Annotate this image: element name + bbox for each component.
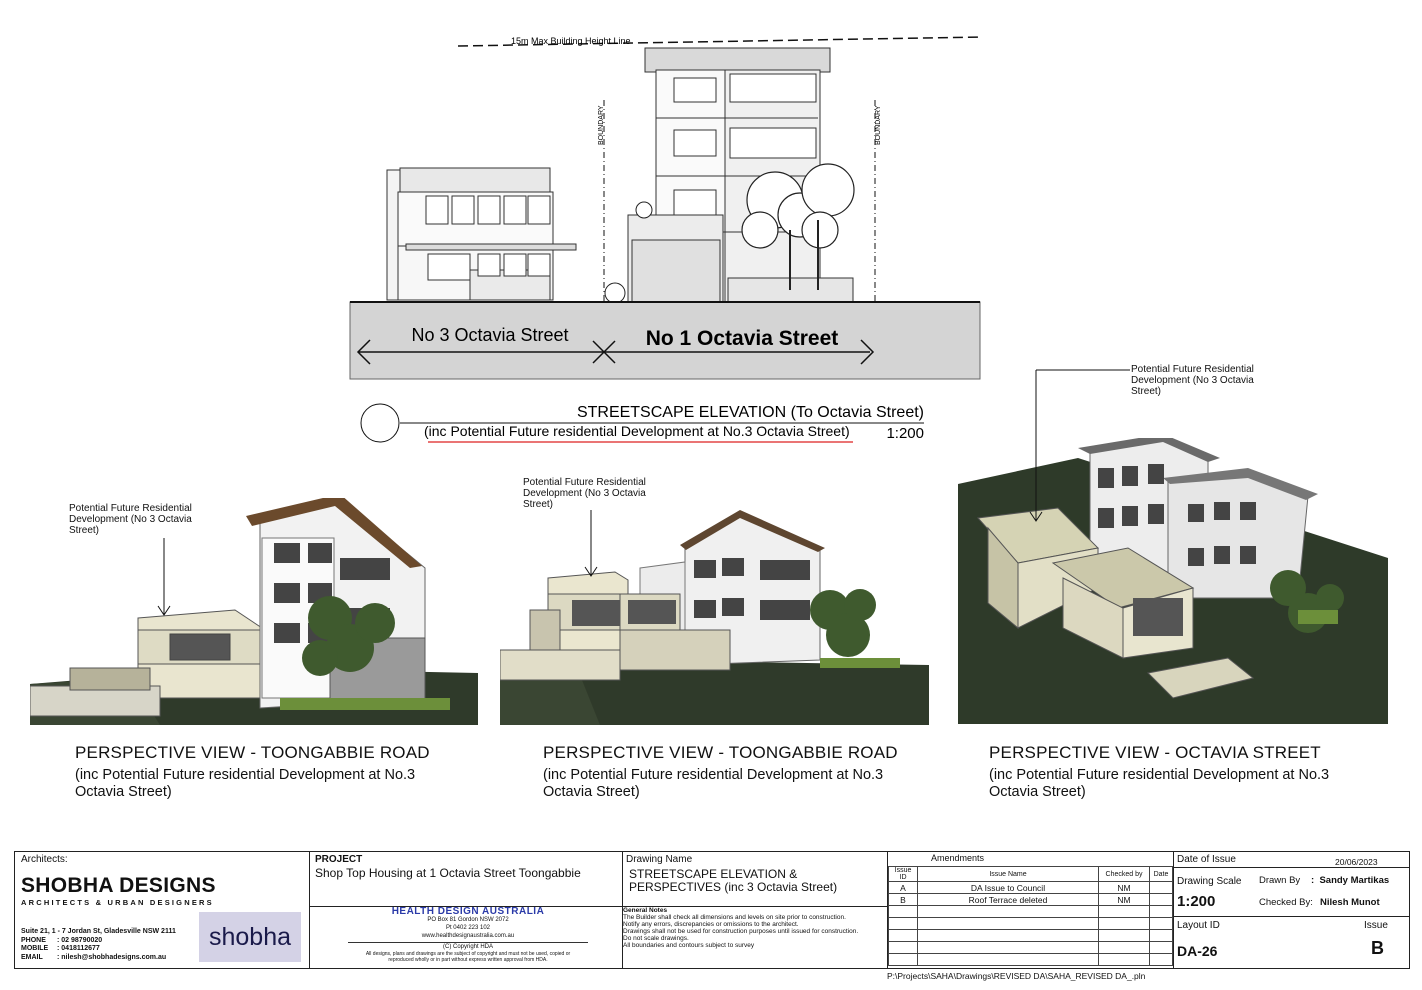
date-of-issue-label: Date of Issue	[1177, 854, 1236, 865]
max-height-line	[457, 36, 983, 47]
perspective-3-callout: Potential Future Residential Development…	[1131, 364, 1254, 397]
client-block: HEALTH DESIGN AUSTRALIA PO Box 81 Gordon…	[315, 906, 621, 963]
no3-street-label: No 3 Octavia Street	[411, 325, 568, 345]
perspective-3-callout-leader	[1035, 369, 1130, 445]
section-marker-circle	[360, 403, 400, 443]
streetscape-elevation: 15m Max Building Height Line BOUNDARY BO…	[349, 36, 983, 443]
height-line-label: 15m Max Building Height Line	[511, 36, 631, 46]
perspective-view-2	[500, 510, 929, 725]
perspective-2-callout: Potential Future Residential Development…	[523, 477, 646, 510]
firm-mobile: 0418112677	[61, 945, 100, 952]
title-block: Architects: SHOBHA DESIGNS ARCHITECTS & …	[14, 851, 1410, 969]
drawing-scale-label: Drawing Scale	[1177, 876, 1242, 887]
boundary-label-right: BOUNDARY	[875, 105, 882, 145]
drawing-scale: 1:200	[1177, 893, 1216, 910]
issue-value: B	[1371, 938, 1384, 958]
checked-by: Nilesh Munot	[1320, 897, 1380, 908]
firm-contact: Suite 21, 1 - 7 Jordan St, Gladesville N…	[21, 928, 176, 961]
firm-email: nilesh@shobhadesigns.com.au	[61, 953, 167, 961]
firm-logo: shobha	[199, 912, 301, 962]
date-of-issue: 20/06/2023	[1335, 857, 1378, 867]
perspective-1-title: PERSPECTIVE VIEW - TOONGABBIE ROAD	[75, 743, 430, 762]
amendment-row: B Roof Terrace deleted NM	[888, 893, 1173, 906]
perspective-1-subtitle: (inc Potential Future residential Develo…	[75, 767, 416, 800]
project-name: Shop Top Housing at 1 Octavia Street Too…	[315, 866, 581, 880]
checked-by-label: Checked By:	[1259, 897, 1313, 908]
firm-address: Suite 21, 1 - 7 Jordan St, Gladesville N…	[21, 928, 176, 935]
firm-name: SHOBHA DESIGNS	[21, 874, 216, 897]
layout-id-label: Layout ID	[1177, 920, 1220, 931]
perspective-view-3	[958, 438, 1388, 724]
perspective-view-1	[30, 498, 478, 725]
amendments-label: Amendments	[931, 853, 985, 863]
file-path: P:\Projects\SAHA\Drawings\REVISED DA\SAH…	[887, 971, 1146, 981]
drawn-by: : Sandy Martikas	[1311, 875, 1390, 886]
elevation-scale: 1:200	[886, 425, 924, 442]
general-notes: General Notes The Builder shall check al…	[623, 907, 859, 949]
client-name: HEALTH DESIGN AUSTRALIA	[391, 906, 545, 917]
elevation-title: STREETSCAPE ELEVATION (To Octavia Street…	[577, 404, 924, 421]
drawing-name: STREETSCAPE ELEVATION & PERSPECTIVES (in…	[629, 867, 838, 894]
firm-tagline: ARCHITECTS & URBAN DESIGNERS	[21, 898, 214, 907]
drawn-by-label: Drawn By	[1259, 875, 1301, 886]
elevation-subtitle: (inc Potential Future residential Develo…	[424, 423, 850, 439]
architects-label: Architects:	[21, 854, 68, 865]
no1-street-label: No 1 Octavia Street	[646, 327, 839, 350]
perspective-3-title: PERSPECTIVE VIEW - OCTAVIA STREET	[989, 743, 1321, 762]
project-label: PROJECT	[315, 854, 363, 865]
perspective-1-callout: Potential Future Residential Development…	[69, 503, 192, 536]
issue-label: Issue	[1364, 920, 1388, 931]
ground-section	[349, 301, 981, 380]
drawing-name-label: Drawing Name	[626, 854, 693, 865]
boundary-label-left: BOUNDARY	[598, 105, 605, 145]
amendment-row: A DA Issue to Council NM	[888, 881, 1173, 894]
perspective-2-subtitle: (inc Potential Future residential Develo…	[543, 767, 884, 800]
perspective-3-subtitle: (inc Potential Future residential Develo…	[989, 767, 1330, 800]
layout-id: DA-26	[1177, 943, 1218, 959]
amendments-table: Issue ID Issue Name Checked by Date A DA…	[888, 866, 1173, 966]
firm-phone: 02 98790020	[61, 936, 103, 944]
no1-building	[604, 47, 855, 304]
street-dimension-arrows	[356, 339, 875, 365]
no3-building	[386, 167, 577, 301]
perspective-2-title: PERSPECTIVE VIEW - TOONGABBIE ROAD	[543, 743, 898, 762]
